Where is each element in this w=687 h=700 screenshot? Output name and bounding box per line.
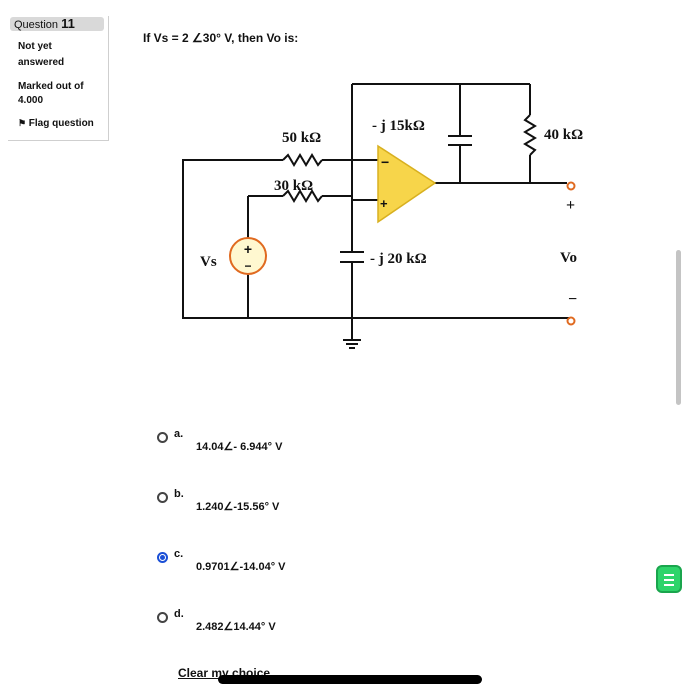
output-plus: + (566, 197, 575, 214)
cap-ground-label: - j 20 kΩ (370, 251, 427, 267)
question-number-badge: Question 11 (10, 17, 104, 31)
marked-line2: 4.000 (18, 95, 44, 106)
status-line2: answered (18, 57, 65, 68)
resistor-40k (523, 114, 537, 156)
radio-a[interactable] (157, 432, 168, 443)
question-info-panel (8, 16, 109, 141)
option-d[interactable]: d. 2.482∠14.44° V (157, 602, 276, 633)
flag-question-label: Flag question (28, 118, 94, 129)
output-terminal-bottom (566, 316, 576, 326)
redaction-bar (218, 675, 482, 684)
radio-b[interactable] (157, 492, 168, 503)
question-text: If Vs = 2 ∠30° V, then Vo is: (143, 31, 299, 45)
resistor-50k (282, 153, 323, 167)
scrollbar[interactable] (676, 250, 681, 405)
output-terminal-top (566, 181, 576, 191)
option-d-text: 2.482∠14.44° V (196, 621, 276, 633)
cap-feedback-label: - j 15kΩ (372, 118, 425, 134)
source-minus: − (244, 259, 251, 273)
radio-d[interactable] (157, 612, 168, 623)
marked-line1: Marked out of (18, 81, 84, 92)
radio-c[interactable] (157, 552, 168, 563)
option-c-text: 0.9701∠-14.04° V (196, 561, 286, 573)
status-line1: Not yet (18, 41, 52, 52)
r-mid-label: 30 kΩ (274, 178, 313, 194)
question-number: 11 (61, 16, 75, 31)
option-c[interactable]: c. 0.9701∠-14.04° V (157, 542, 286, 573)
menu-button[interactable] (656, 565, 682, 593)
option-a-letter: a. (174, 427, 184, 440)
menu-icon-line2 (664, 579, 674, 581)
menu-icon-line1 (664, 574, 674, 576)
source-label: Vs (200, 254, 217, 270)
circuit-diagram: − + + − 50 kΩ 30 kΩ - j 15kΩ 40 kΩ - j 2… (182, 83, 583, 349)
output-minus: − (568, 291, 577, 308)
option-c-letter: c. (174, 547, 184, 560)
output-label: Vo (560, 250, 577, 266)
source-plus: + (244, 241, 252, 257)
question-label: Question (14, 19, 59, 31)
option-a-text: 14.04∠- 6.944° V (196, 441, 283, 453)
option-b-letter: b. (174, 487, 184, 500)
flag-icon: ⚑ (18, 118, 27, 128)
left-bottom-wire (182, 159, 570, 319)
opamp-minus: − (381, 154, 389, 170)
resistor-30k (282, 189, 323, 203)
r-right-label: 40 kΩ (544, 127, 583, 143)
menu-icon-line3 (664, 584, 674, 586)
opamp-plus: + (380, 196, 388, 211)
option-a[interactable]: a. 14.04∠- 6.944° V (157, 422, 282, 453)
option-b-text: 1.240∠-15.56° V (196, 501, 280, 513)
voltage-source (229, 237, 267, 275)
r-top-label: 50 kΩ (282, 130, 321, 146)
flag-question-link[interactable]: ⚑ Flag question (18, 118, 94, 129)
option-d-letter: d. (174, 607, 184, 620)
option-b[interactable]: b. 1.240∠-15.56° V (157, 482, 279, 513)
op-amp (377, 144, 437, 224)
